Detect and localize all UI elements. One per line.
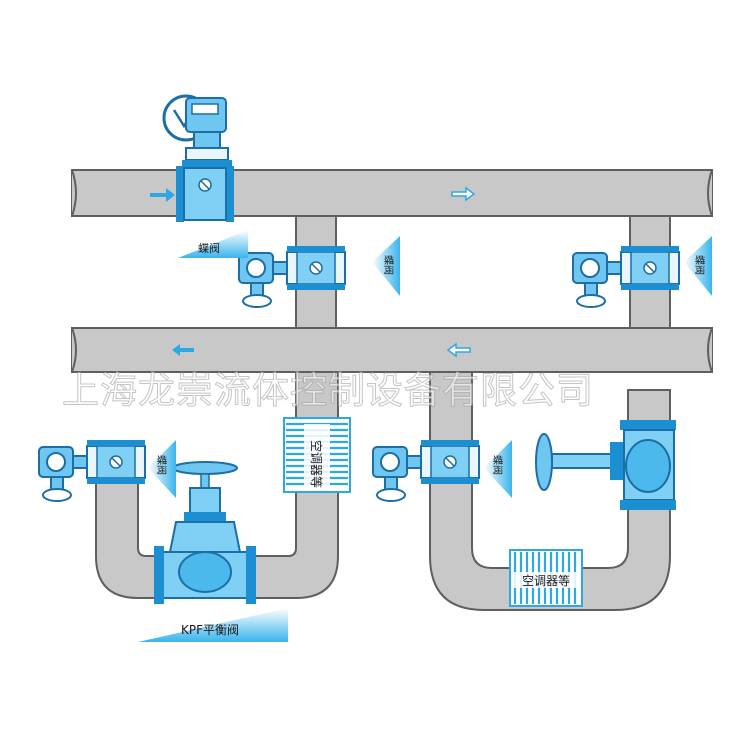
label-butterfly-lower-mid: 蝶阀	[484, 440, 512, 498]
u-loop-left	[95, 371, 339, 599]
butterfly-right1-label: 蝶阀	[382, 255, 395, 275]
butterfly-lower-left-label: 蝶阀	[155, 455, 168, 475]
air-handler-coil-bottom: 空调器等	[509, 549, 583, 607]
label-butterfly-top: 蝶阀	[178, 230, 248, 258]
butterfly-lower-mid-label: 蝶阀	[491, 455, 504, 475]
flow-arrow-top	[451, 186, 476, 202]
kpf-balance-valve	[154, 461, 256, 604]
coil-left-label: 空调器等	[309, 440, 323, 488]
flow-arrow-mid-left	[172, 344, 194, 356]
pipe-network	[71, 169, 713, 611]
flow-arrows	[150, 186, 476, 358]
return-pipe-middle	[71, 327, 713, 373]
label-butterfly-right1: 蝶阀	[372, 236, 400, 296]
label-butterfly-lower-left: 蝶阀	[148, 440, 176, 498]
label-butterfly-right2: 蝶阀	[684, 236, 712, 296]
u-loop-right	[429, 371, 671, 611]
kpf-label: KPF平衡阀	[181, 623, 239, 637]
air-handler-coil-left: 空调器等	[283, 417, 351, 493]
butterfly-right2-label: 蝶阀	[693, 255, 706, 275]
label-kpf: KPF平衡阀	[138, 608, 288, 642]
control-valve-right	[535, 420, 676, 510]
butterfly-valve-top	[162, 94, 234, 222]
flow-arrow-mid	[446, 342, 471, 358]
flow-arrow-in	[150, 188, 175, 202]
coil-bottom-label: 空调器等	[522, 574, 570, 588]
butterfly-top-label: 蝶阀	[198, 241, 220, 255]
